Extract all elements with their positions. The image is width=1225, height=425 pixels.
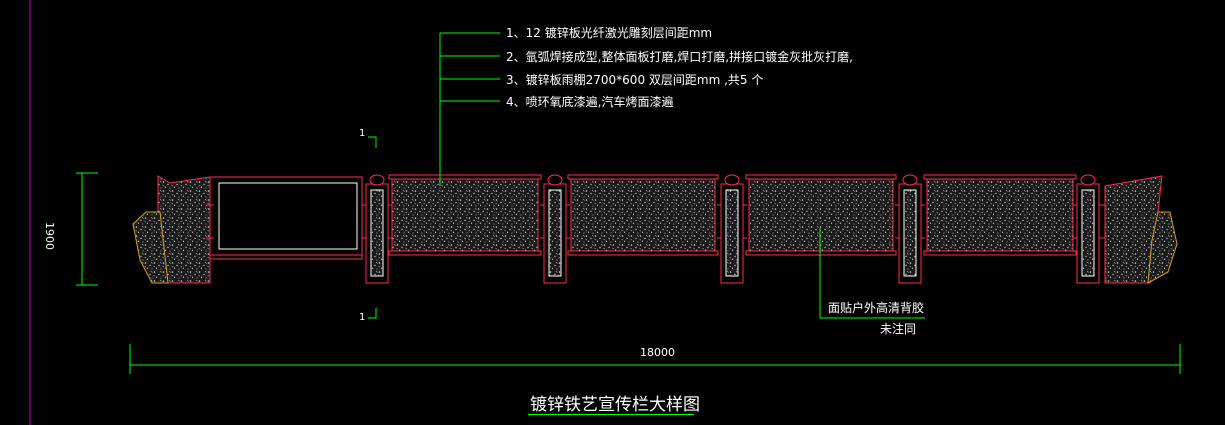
- callout-main-label: 面贴户外高清背胶: [828, 301, 925, 315]
- note-line-1: 1、12 镀锌板光纤激光雕刻层间距mm: [506, 26, 713, 40]
- height-dimension-label: 1900: [43, 222, 56, 250]
- left-end-post: [132, 175, 211, 284]
- notes-leader: [439, 32, 500, 186]
- height-dimension: [76, 172, 98, 286]
- post-2: [540, 174, 570, 284]
- drawing-title: 镀锌铁艺宣传栏大样图: [530, 395, 700, 415]
- post-left-connectors: [206, 204, 214, 239]
- right-end-post: [1104, 175, 1178, 284]
- note-line-3: 3、镀锌板雨棚2700*600 双层间距mm ,共5 个: [506, 73, 764, 87]
- callout-leader: [819, 228, 925, 319]
- note-line-4: 4、喷环氧底漆遍,汽车烤面漆遍: [506, 95, 674, 109]
- width-dimension-label: 18000: [640, 346, 675, 359]
- note-line-2: 2、氩弧焊接成型,整体面板打磨,焊口打磨,拼接口镀金灰批灰打磨,: [506, 50, 853, 64]
- section-mark-top: 1: [359, 128, 366, 139]
- callout-sub-label: 未注同: [880, 322, 917, 336]
- intermediate-posts: [206, 174, 1105, 284]
- drawing-title-underline: [528, 414, 694, 415]
- hatched-panels: [388, 174, 1077, 256]
- section-mark-bottom: 1: [359, 312, 366, 323]
- post-4: [895, 174, 925, 284]
- width-dimension: [129, 344, 1181, 374]
- open-frame-panel: [209, 176, 363, 260]
- post-3: [717, 174, 747, 284]
- post-5: [1073, 174, 1105, 284]
- post-1: [362, 174, 392, 284]
- section-marks: [368, 136, 377, 319]
